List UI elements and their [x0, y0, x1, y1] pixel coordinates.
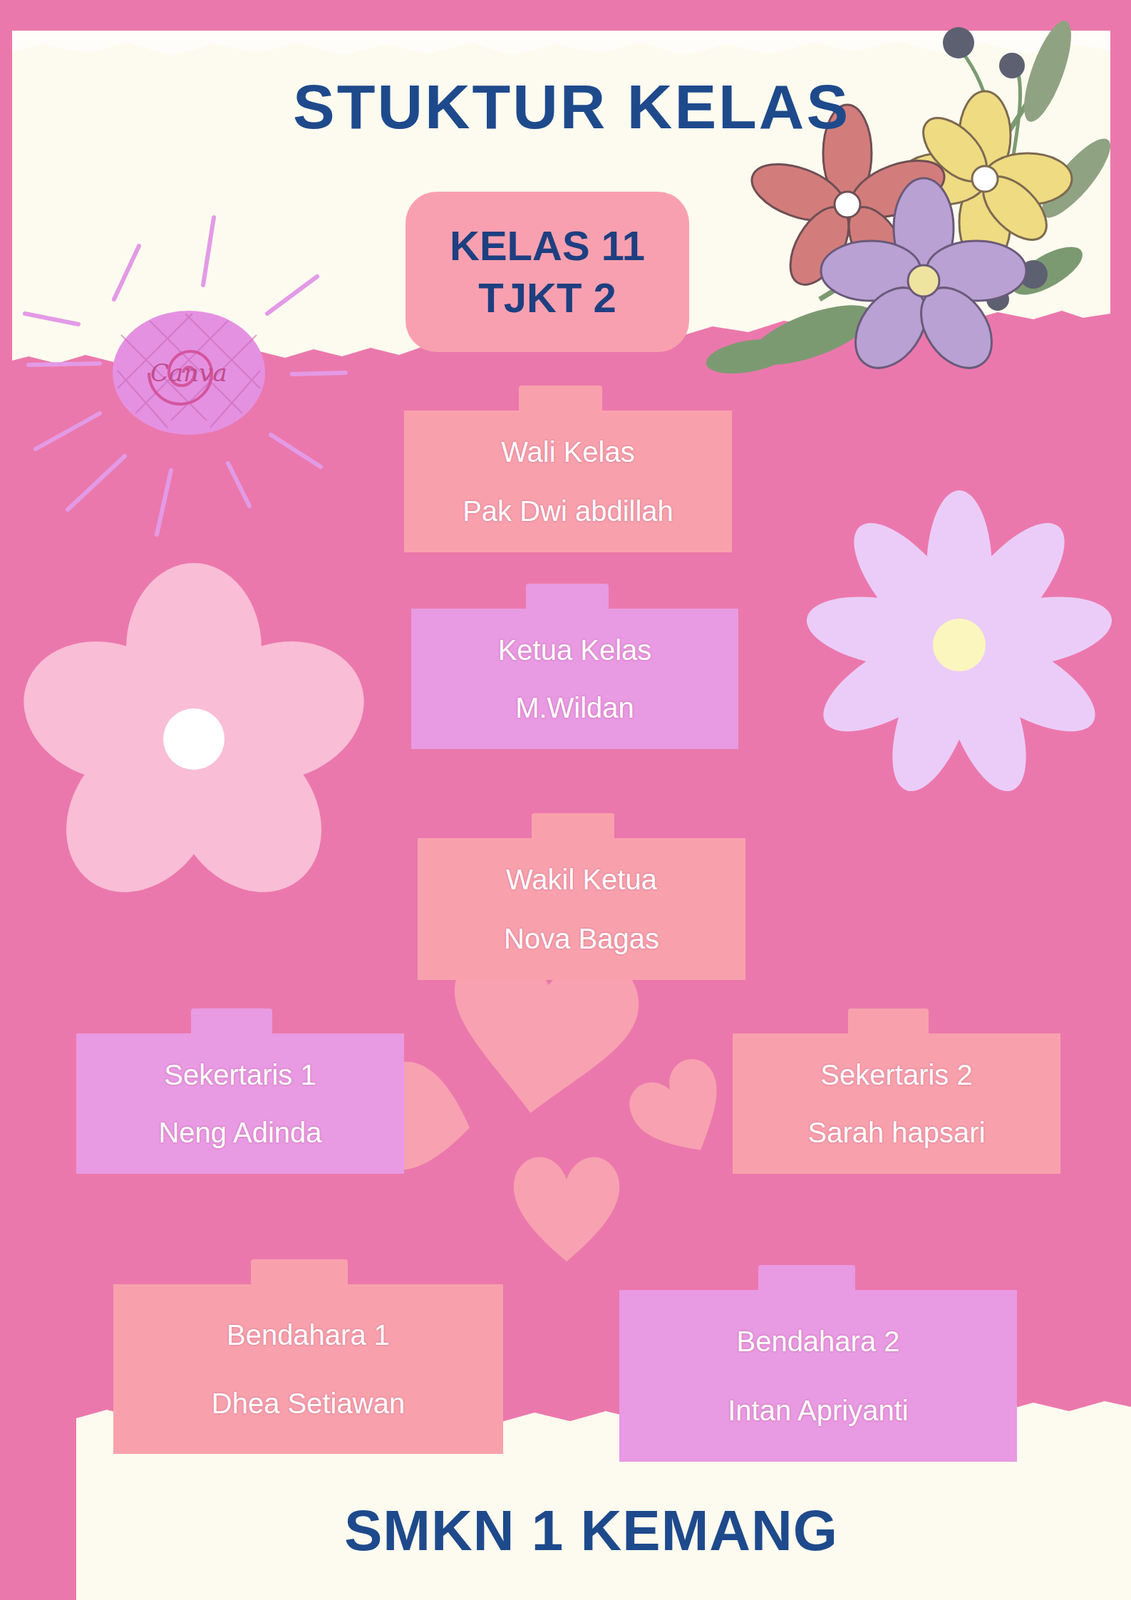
person-name: Dhea Setiawan	[211, 1386, 405, 1421]
person-name: Sarah hapsari	[807, 1115, 985, 1150]
person-name: Nova Bagas	[503, 921, 660, 956]
person-name: Intan Apriyanti	[727, 1393, 909, 1428]
role-box: Bendahara 1 Dhea Setiawan	[113, 1284, 504, 1454]
watermark: Canva	[150, 358, 228, 387]
folder-tab	[250, 1259, 348, 1285]
pink-flower	[5, 563, 383, 922]
person-name: Neng Adinda	[158, 1115, 322, 1150]
role-title: Sekertaris 2	[820, 1057, 973, 1092]
role-box: Ketua KelasM.Wildan	[411, 608, 739, 750]
sun-doodle	[24, 217, 346, 535]
role-title: Bendahara 2	[736, 1324, 900, 1359]
folder-tab	[758, 1264, 856, 1291]
school-name: SMKN 1 KEMANG	[344, 1498, 839, 1564]
flower-bouquet	[703, 15, 1121, 382]
role-title: Ketua Kelas	[498, 632, 653, 668]
role-title: Wakil Ketua	[505, 862, 658, 897]
role-box: Bendahara 2 Intan Apriyanti	[619, 1289, 1017, 1462]
role-title: Bendahara 1	[226, 1317, 390, 1352]
hearts	[362, 941, 744, 1262]
person-name: M.Wildan	[515, 690, 635, 725]
folder-tab	[848, 1008, 929, 1035]
folder-tab	[531, 813, 615, 839]
role-box: Sekertaris 2 Sarah hapsari	[732, 1033, 1061, 1174]
role-title: Sekertaris 1	[163, 1057, 316, 1092]
sun-hatch	[117, 313, 261, 428]
folder-tab	[518, 385, 603, 412]
lavender-flower	[801, 490, 1117, 802]
class-badge: KELAS 11 TJKT 2	[405, 191, 690, 353]
sun-disc	[112, 310, 266, 435]
folder-tab	[190, 1008, 273, 1035]
page-title: STUKTUR KELAS	[292, 70, 851, 144]
role-box: Sekertaris 1 Neng Adinda	[76, 1033, 405, 1174]
role-box: Wali KelasPak Dwi abdillah	[404, 410, 732, 553]
role-box: Wakil KetuaNova Bagas	[417, 838, 746, 980]
person-name: Pak Dwi abdillah	[462, 493, 674, 529]
role-title: Wali Kelas	[501, 434, 635, 469]
folder-tab	[525, 583, 609, 610]
role-title: KELAS 11 TJKT 2	[434, 220, 661, 324]
